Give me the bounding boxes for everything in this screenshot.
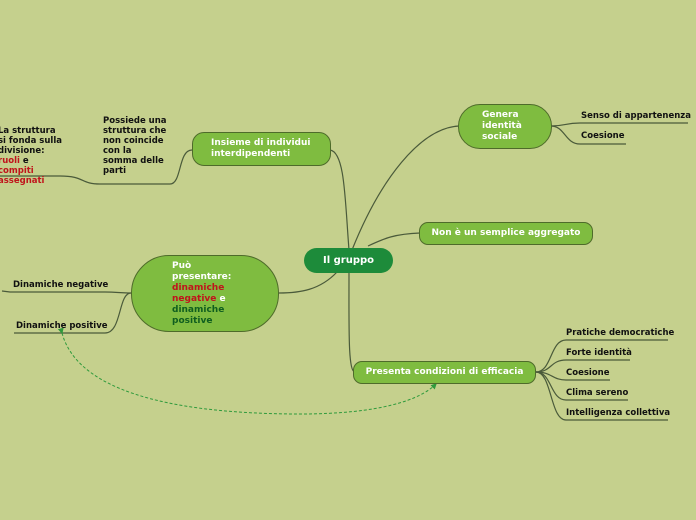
efficacia-child-4-label: Clima sereno (566, 388, 629, 398)
efficacia-child-5[interactable]: Intelligenza collettiva (566, 408, 670, 418)
connector-root-presentare (278, 271, 338, 294)
efficacia-child-3-label: Coesione (566, 368, 610, 378)
relation-arrow (57, 327, 437, 415)
node-efficacia[interactable]: Presenta condizioni di efficacia (353, 361, 536, 384)
connector-sub-struttura (0, 175, 101, 185)
genera-child-2-label: Coesione (581, 131, 625, 141)
node-aggregato[interactable]: Non è un semplice aggregato (419, 222, 593, 245)
connector-root-efficacia (348, 271, 356, 373)
connector-genera-coesione (550, 125, 626, 145)
node-presentare[interactable]: Può presentare: dinamiche negative e din… (131, 255, 279, 332)
node-dinamiche-negative[interactable]: Dinamiche negative (13, 280, 108, 290)
connector-root-genera (351, 125, 460, 251)
connector-root-insieme (329, 149, 350, 251)
dinamiche-positive-label: Dinamiche positive (16, 321, 108, 331)
node-efficacia-label: Presenta condizioni di efficacia (365, 367, 524, 377)
dinamiche-negative-label: Dinamiche negative (13, 280, 109, 290)
root-node[interactable]: Il gruppo (304, 248, 393, 273)
efficacia-child-2-label: Forte identità (566, 348, 632, 358)
root-label: Il gruppo (322, 255, 375, 266)
struttura-compiti: compiti assegnati (0, 166, 45, 186)
connector-efficacia-pratiche (535, 339, 668, 373)
connector-genera-senso (550, 122, 688, 127)
connector-root-aggregato (367, 232, 421, 247)
efficacia-child-2[interactable]: Forte identità (566, 348, 632, 358)
node-genera[interactable]: Genera identità sociale (458, 104, 552, 149)
efficacia-child-4[interactable]: Clima sereno (566, 388, 628, 398)
node-presentare-label: Può presentare: dinamiche negative e din… (172, 261, 232, 327)
node-insieme-label: Insieme di individui interdipendenti (211, 138, 311, 159)
genera-child-1-label: Senso di appartenenza (581, 111, 691, 121)
connector-presentare-negative (1, 290, 132, 294)
presentare-negative: dinamiche negative (172, 282, 225, 304)
connector-efficacia-intelligenza (535, 371, 668, 421)
presentare-positive: dinamiche positive (172, 304, 225, 326)
struttura-text: La struttura si fonda sulla divisione: (0, 126, 62, 156)
genera-child-1[interactable]: Senso di appartenenza (581, 111, 691, 121)
node-insieme-sub[interactable]: Possiede una struttura che non coincide … (103, 116, 167, 176)
connector-efficacia-forte (535, 359, 630, 373)
efficacia-child-3[interactable]: Coesione (566, 368, 609, 378)
presentare-text: Può presentare: (172, 260, 232, 282)
node-insieme-sub-label: Possiede una struttura che non coincide … (103, 116, 167, 176)
struttura-e: e (19, 156, 29, 166)
struttura-ruoli: ruoli (0, 156, 20, 166)
node-insieme[interactable]: Insieme di individui interdipendenti (192, 132, 331, 166)
node-dinamiche-positive[interactable]: Dinamiche positive (16, 321, 108, 331)
node-struttura[interactable]: La struttura si fonda sulla divisione: r… (0, 126, 66, 186)
genera-child-2[interactable]: Coesione (581, 131, 624, 141)
connector-insieme-sub (100, 149, 193, 185)
node-genera-label: Genera identità sociale (482, 110, 522, 142)
presentare-e: e (216, 293, 226, 304)
efficacia-child-1[interactable]: Pratiche democratiche (566, 328, 674, 338)
node-aggregato-label: Non è un semplice aggregato (431, 228, 581, 238)
efficacia-child-1-label: Pratiche democratiche (566, 328, 675, 338)
efficacia-child-5-label: Intelligenza collettiva (566, 408, 671, 418)
